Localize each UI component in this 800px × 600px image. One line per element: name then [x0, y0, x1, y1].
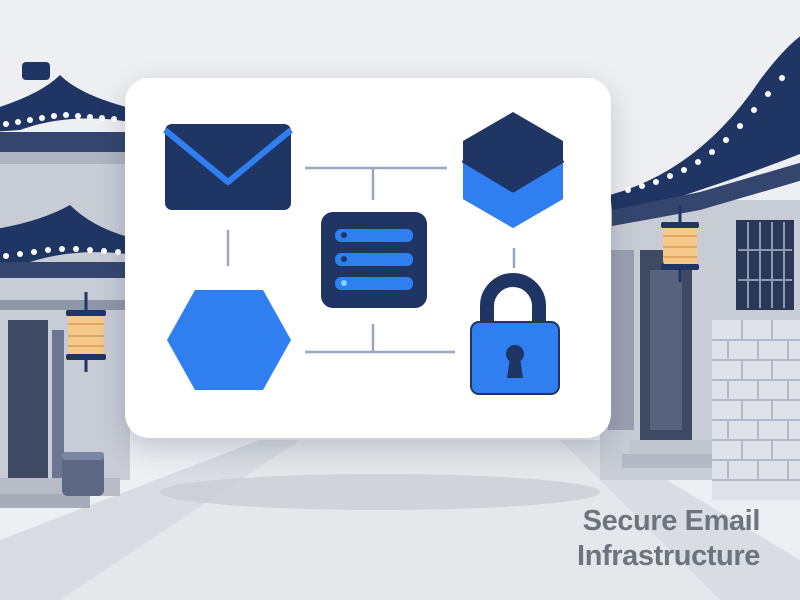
infrastructure-diagram	[163, 112, 565, 395]
envelope-icon	[163, 124, 293, 210]
connector-lines	[226, 166, 516, 354]
caption-line-1: Secure Email	[582, 505, 761, 537]
right-building	[600, 36, 800, 500]
left-building	[0, 62, 140, 508]
server-icon	[321, 212, 427, 308]
caption: Secure Email Infrastructure	[500, 504, 760, 574]
infrastructure-card	[125, 78, 611, 438]
padlock-icon	[470, 273, 560, 395]
hexagon-icon	[167, 290, 291, 390]
caption-line-2: Infrastructure	[577, 540, 760, 572]
card-shadow	[160, 474, 600, 510]
open-envelope-hexagon-icon	[461, 112, 565, 228]
